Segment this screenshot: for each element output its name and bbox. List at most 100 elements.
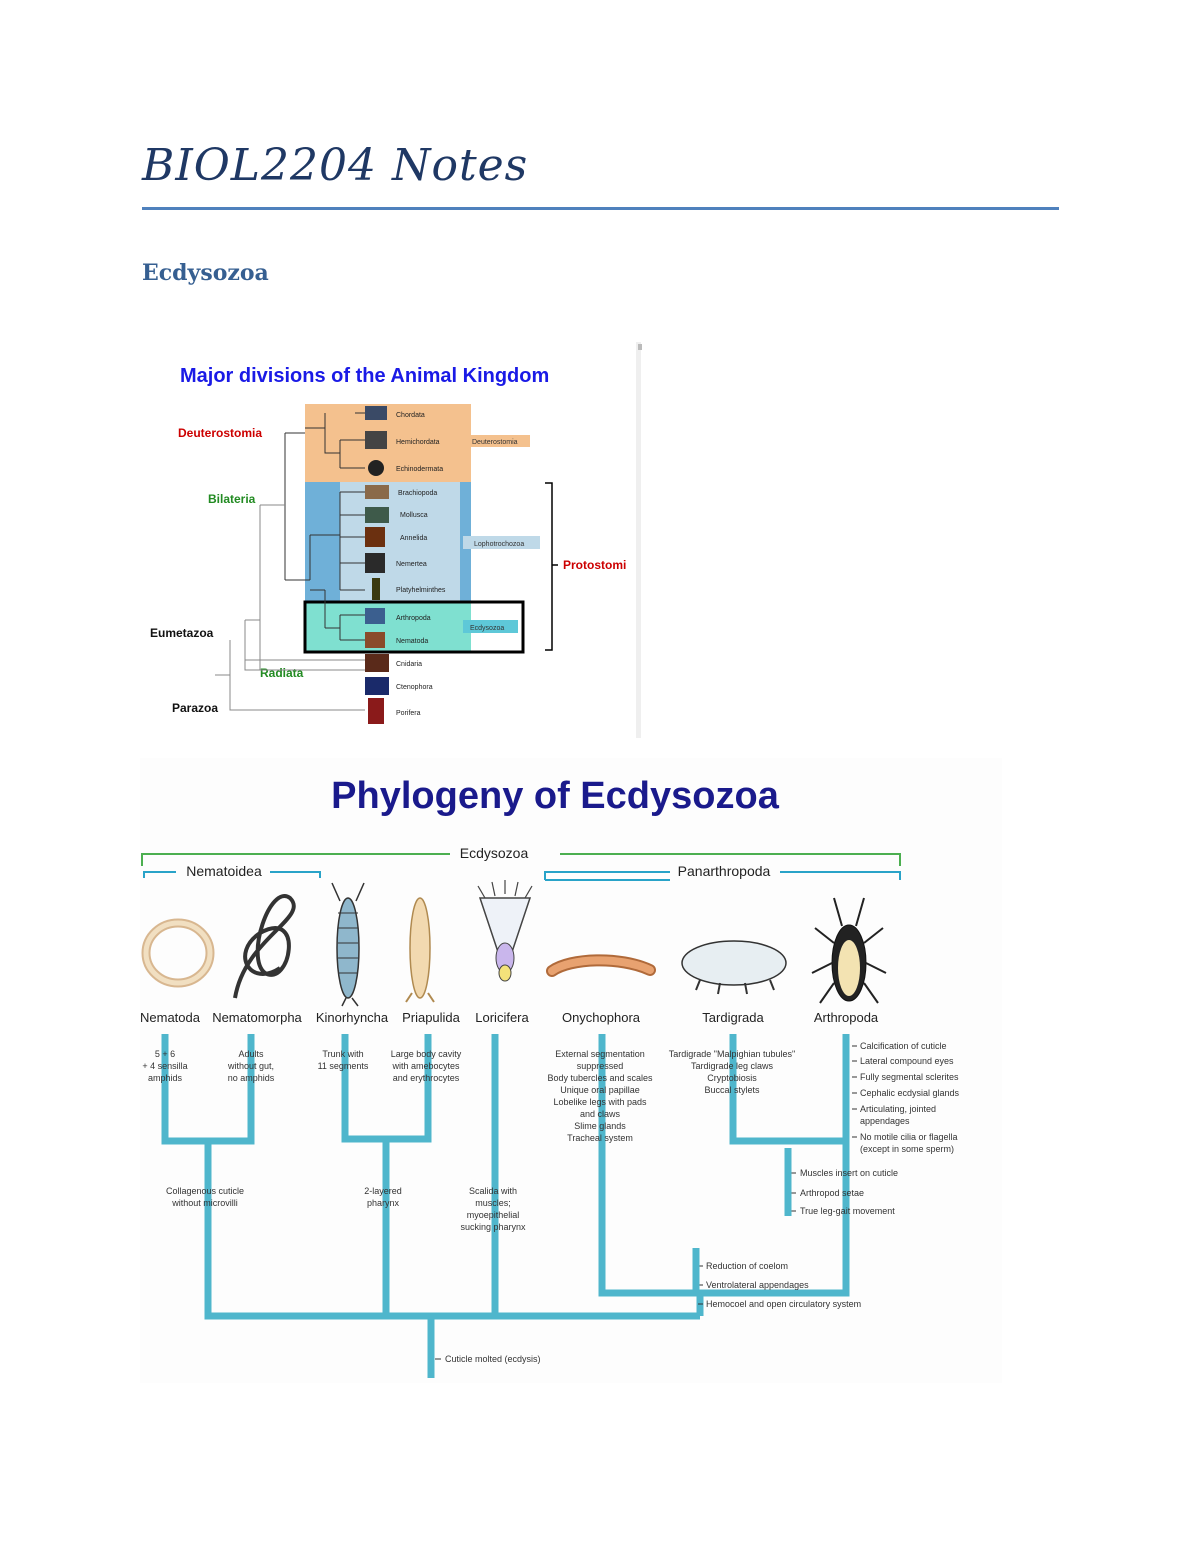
hemichordata-thumbnail xyxy=(365,431,387,449)
taxon-label: Cnidaria xyxy=(396,661,422,668)
taxon-label: Annelida xyxy=(400,535,427,542)
animal-kingdom-figure: Major divisions of the Animal Kingdom De… xyxy=(140,340,650,740)
lophotrochozoa-tag-bg xyxy=(463,536,540,549)
taxon-row-nematoda: Nematoda xyxy=(365,632,428,648)
trait-line: Trunk with xyxy=(322,1049,363,1059)
taxon-row-annelida: Annelida xyxy=(365,527,427,547)
ecdysozoa-phylogeny-figure: Phylogeny of Ecdysozoa Ecdysozoa Nematoi… xyxy=(140,758,1002,1383)
trait-line: Cephalic ecdysial glands xyxy=(860,1088,960,1098)
taxon-label: Mollusca xyxy=(400,512,428,519)
trait-line: External segmentation xyxy=(555,1049,645,1059)
trait-line: Articulating, jointed xyxy=(860,1104,936,1114)
document-title: BIOL2204 Notes xyxy=(142,140,529,191)
ecdysozoa-phylogeny-diagram: Phylogeny of Ecdysozoa Ecdysozoa Nematoi… xyxy=(140,758,1002,1383)
trait-line: Slime glands xyxy=(574,1121,626,1131)
fig2-background xyxy=(140,758,1002,1383)
trait-line: without microvilli xyxy=(171,1198,238,1208)
trait-line: and erythrocytes xyxy=(393,1073,460,1083)
taxon-row-hemichordata: Hemichordata xyxy=(365,431,440,449)
trait-line: Lobelike legs with pads xyxy=(553,1097,647,1107)
ecdysozoa-tag-bg xyxy=(463,620,518,633)
taxon-name-nematomorpha: Nematomorpha xyxy=(212,1010,302,1025)
priapulida-traits: Large body cavity with amebocytes and er… xyxy=(391,1049,462,1083)
platyhelminthes-thumbnail xyxy=(372,578,380,600)
taxon-name-kinorhyncha: Kinorhyncha xyxy=(316,1010,389,1025)
trait-line: Large body cavity xyxy=(391,1049,462,1059)
taxon-label: Arthropoda xyxy=(396,615,431,622)
ecdysozoa-highlight-box xyxy=(303,600,525,654)
taxon-label: Nematoda xyxy=(396,638,428,645)
taxon-row-arthropoda: Arthropoda xyxy=(365,608,431,624)
parazoa-label: Parazoa xyxy=(172,701,218,715)
deuterostomia-tag-bg xyxy=(470,435,530,447)
tard-arth-node-traits: Muscles insert on cuticle Arthropod seta… xyxy=(784,1148,898,1216)
nematoidea-bracket xyxy=(143,871,321,878)
protostomi-bracket xyxy=(545,482,558,651)
chordata-thumbnail xyxy=(365,406,387,420)
trait-line: True leg-gait movement xyxy=(800,1206,895,1216)
trait-line: Cuticle molted (ecdysis) xyxy=(445,1354,541,1364)
deuterostome-branches xyxy=(284,412,365,580)
trait-line: Cryptobiosis xyxy=(707,1073,757,1083)
trait-line: pharynx xyxy=(367,1198,400,1208)
fig1-title: Major divisions of the Animal Kingdom xyxy=(180,365,549,387)
trait-line: suppressed xyxy=(577,1061,624,1071)
trait-line: Hemocoel and open circulatory system xyxy=(706,1299,861,1309)
taxon-name-priapulida: Priapulida xyxy=(402,1010,461,1025)
deuterostomia-tag: Deuterostomia xyxy=(472,439,518,446)
trait-line: with amebocytes xyxy=(391,1061,460,1071)
taxon-row-brachiopoda: Brachiopoda xyxy=(365,485,437,499)
root-traits: Cuticle molted (ecdysis) xyxy=(435,1354,541,1364)
trait-line: No motile cilia or flagella xyxy=(860,1132,958,1142)
trait-line: and claws xyxy=(580,1109,621,1119)
fig2-title: Phylogeny of Ecdysozoa xyxy=(331,775,780,817)
panarthropoda-clade-label: Panarthropoda xyxy=(678,863,771,879)
trait-line: amphids xyxy=(148,1073,183,1083)
tardigrada-illustration xyxy=(681,940,787,995)
trait-line: 11 segments xyxy=(318,1061,369,1071)
protostomi-label: Protostomi xyxy=(563,558,626,572)
section-heading: Ecdysozoa xyxy=(142,260,269,286)
arthropoda-thumbnail xyxy=(365,608,385,624)
mollusca-thumbnail xyxy=(365,507,389,523)
trait-line: Reduction of coelom xyxy=(706,1261,788,1271)
trait-line: 2-layered xyxy=(364,1186,402,1196)
taxon-label: Ctenophora xyxy=(396,684,433,691)
trait-line: + 4 sensilla xyxy=(142,1061,187,1071)
trait-line: Scalida with xyxy=(469,1186,517,1196)
trait-line: Ventrolateral appendages xyxy=(706,1280,809,1290)
taxon-label: Nemertea xyxy=(396,561,427,568)
priapulida-illustration xyxy=(405,897,435,1003)
taxon-row-chordata: Chordata xyxy=(365,406,425,420)
kinorhyncha-illustration xyxy=(331,882,365,1007)
trait-line: myoepithelial xyxy=(467,1210,520,1220)
trait-line: 5 + 6 xyxy=(155,1049,175,1059)
trait-line: Buccal stylets xyxy=(704,1085,760,1095)
nematoda-illustration xyxy=(141,918,215,988)
taxon-name-onychophora: Onychophora xyxy=(562,1010,641,1025)
lophotrochozoa-branches xyxy=(285,491,365,591)
cnidaria-thumbnail xyxy=(365,654,389,672)
trait-line: Arthropod setae xyxy=(800,1188,864,1198)
taxon-row-porifera: Porifera xyxy=(368,698,421,724)
taxon-label: Platyhelminthes xyxy=(396,587,446,594)
animal-kingdom-diagram: Major divisions of the Animal Kingdom De… xyxy=(150,342,642,738)
title-rule xyxy=(142,207,1059,210)
lophotrochozoa-tag: Lophotrochozoa xyxy=(474,541,524,548)
trait-line: Collagenous cuticle xyxy=(166,1186,244,1196)
deuterostomia-label: Deuterostomia xyxy=(178,426,262,440)
trait-line: Calcification of cuticle xyxy=(860,1041,947,1051)
phylogeny-tree xyxy=(161,1034,850,1378)
taxon-row-mollusca: Mollusca xyxy=(365,507,428,523)
panarthropoda-node-traits: Reduction of coelom Ventrolateral append… xyxy=(692,1248,861,1309)
ctenophora-thumbnail xyxy=(365,677,389,695)
trait-line: Tracheal system xyxy=(567,1133,633,1143)
eumetazoa-label: Eumetazoa xyxy=(150,626,214,640)
loricifera-traits: Scalida with muscles; myoepithelial suck… xyxy=(460,1186,526,1232)
porifera-thumbnail xyxy=(368,698,384,724)
trait-line: Fully segmental sclerites xyxy=(860,1072,959,1082)
brachiopoda-thumbnail xyxy=(365,485,389,499)
loricifera-illustration xyxy=(477,880,533,982)
taxon-label: Hemichordata xyxy=(396,439,440,446)
echinodermata-thumbnail xyxy=(368,460,384,476)
